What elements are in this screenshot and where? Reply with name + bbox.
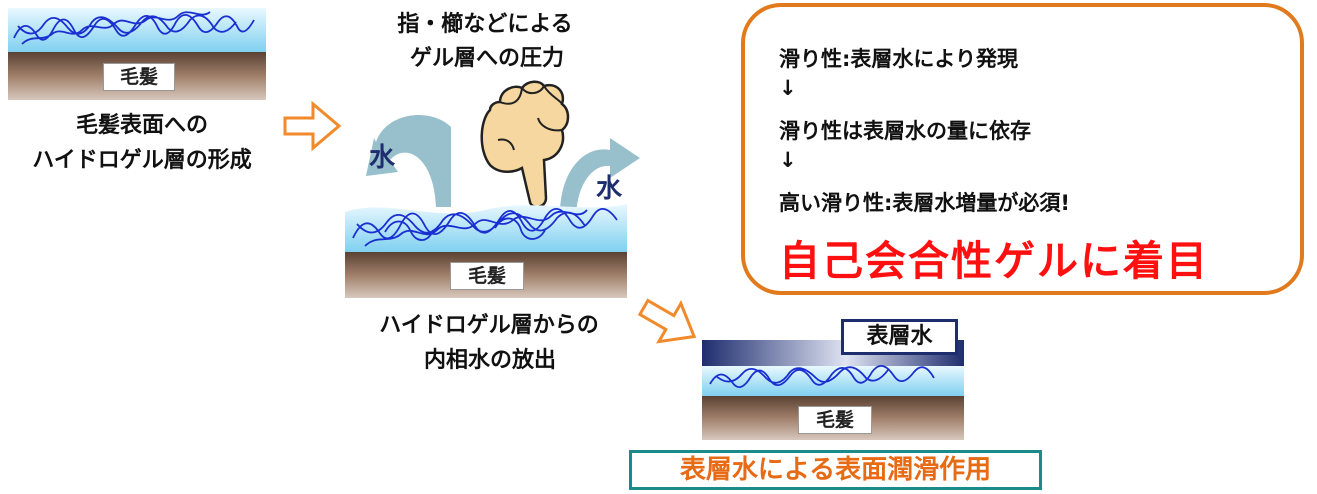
summary-callout: 滑り性:表層水により発現 ↓ 滑り性は表層水の量に依存 ↓ 高い滑り性:表層水増… bbox=[741, 3, 1304, 295]
callout-line-1: 滑り性:表層水により発現 bbox=[779, 47, 1018, 71]
step2-caption-line2: 内相水の放出 bbox=[423, 348, 556, 373]
step1-caption-line1: 毛髪表面への bbox=[75, 113, 208, 138]
step2-caption-line1: ハイドロゲル層からの bbox=[379, 313, 599, 338]
step1-gel-layer-svg bbox=[8, 8, 266, 100]
hair-label: 毛髪 bbox=[103, 63, 175, 91]
callout-arrow-1: ↓ bbox=[779, 76, 797, 100]
hair-label: 毛髪 bbox=[450, 262, 524, 290]
callout-highlight: 自己会合性ゲルに着目 bbox=[779, 237, 1209, 285]
step-arrow-2 bbox=[637, 298, 697, 344]
pressure-caption-line2: ゲル層への圧力 bbox=[409, 46, 564, 71]
hair-label: 毛髪 bbox=[798, 406, 872, 434]
step1-hair-diagram: 毛髪 bbox=[8, 8, 266, 100]
water-outflow-arrow-right bbox=[560, 138, 640, 215]
step3-hair-diagram: 毛髪 bbox=[702, 340, 964, 440]
pressure-caption-line1: 指・櫛などによる bbox=[397, 12, 573, 37]
step1-caption-line2: ハイドロゲル層の形成 bbox=[32, 148, 252, 173]
step-arrow-1 bbox=[283, 100, 342, 152]
hand-pointing-icon bbox=[480, 80, 570, 209]
callout-line-3: 高い滑り性:表層水増量が必須! bbox=[779, 191, 1070, 215]
surface-water-label: 表層水 bbox=[841, 319, 958, 355]
lubrication-effect-label: 表層水による表面潤滑作用 bbox=[629, 450, 1042, 490]
water-outflow-arrow-left bbox=[366, 115, 451, 207]
step2-hair-diagram: 毛髪 bbox=[345, 192, 627, 298]
water-label-right: 水 bbox=[595, 174, 622, 204]
callout-line-2: 滑り性は表層水の量に依存 bbox=[779, 119, 1031, 143]
callout-arrow-2: ↓ bbox=[779, 148, 797, 172]
water-label-left: 水 bbox=[368, 143, 395, 173]
step2-gel-layer-svg bbox=[345, 204, 627, 298]
